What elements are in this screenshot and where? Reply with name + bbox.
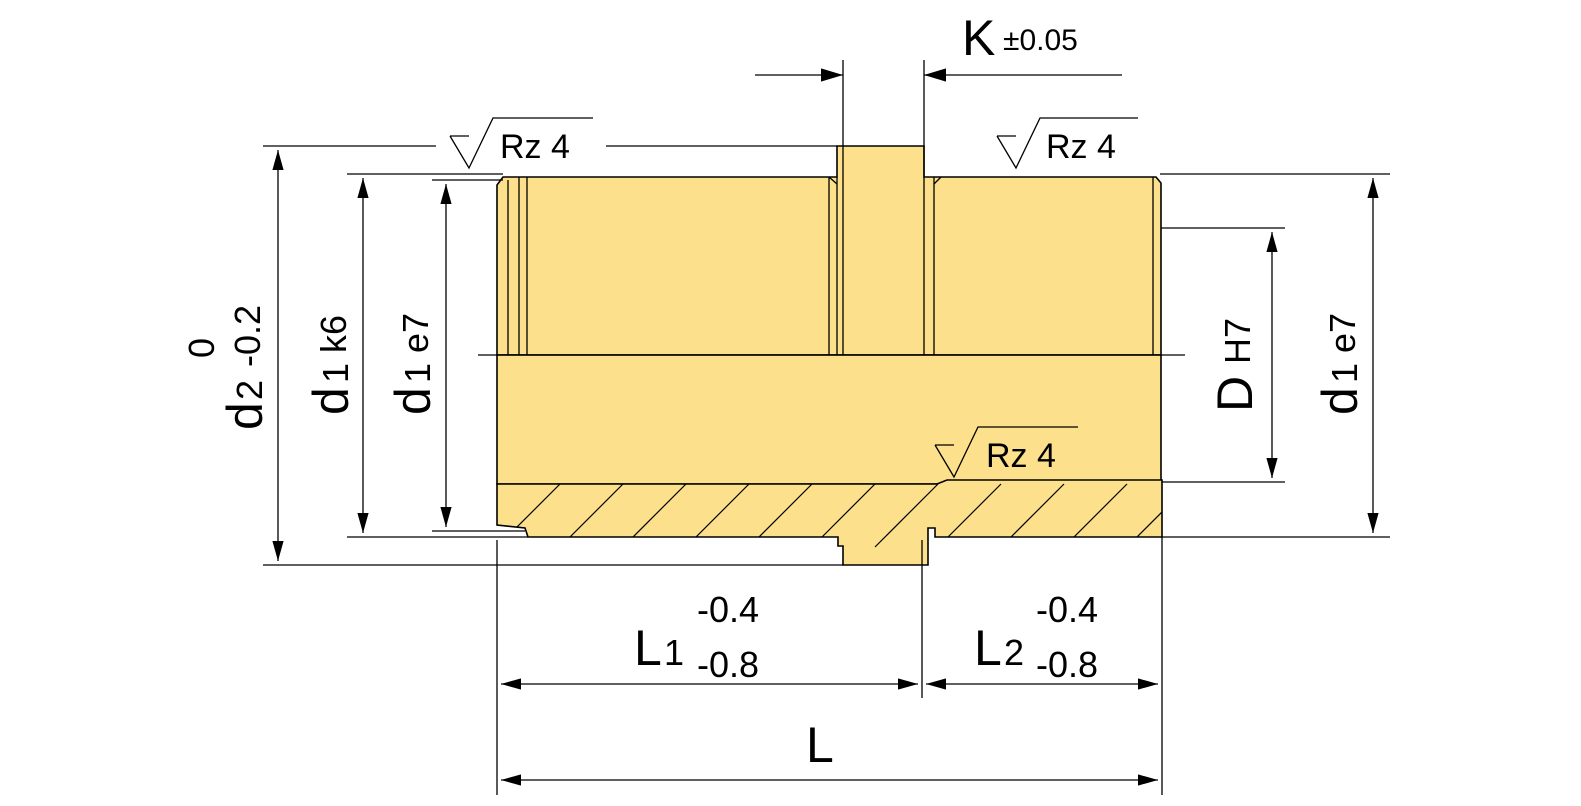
d2-tolerance-lower: -0.2 <box>227 305 268 367</box>
d1-k6-label-group: d 1 k6 <box>303 315 359 415</box>
l2-label: L <box>974 620 1002 676</box>
d-h7-label-group: D H7 <box>1207 318 1263 412</box>
bore-band <box>496 354 1162 485</box>
d1-e7-left-label-group: d 1 e7 <box>385 313 441 415</box>
d1-k6-subscript: 1 <box>315 363 356 383</box>
body-detail-lines <box>507 146 1154 355</box>
d1-k6-fit: k6 <box>313 315 354 353</box>
wall-section <box>496 479 1163 566</box>
l2-tolerance-upper: -0.4 <box>1036 589 1098 630</box>
k-label: K <box>962 10 995 66</box>
l2-label-group: L 2 -0.4 -0.8 <box>974 589 1098 685</box>
k-tolerance: ±0.05 <box>1003 24 1078 57</box>
d-h7-fit: H7 <box>1217 318 1258 364</box>
surface-finish-right: Rz 4 <box>996 117 1138 170</box>
rz-bore-label: Rz 4 <box>986 437 1056 475</box>
d1-k6-label: d <box>303 387 359 415</box>
d1-e7-left-fit: e7 <box>395 313 436 353</box>
rz-right-label: Rz 4 <box>1046 128 1116 166</box>
l1-tolerance-upper: -0.4 <box>697 589 759 630</box>
section-hatching <box>497 483 1162 548</box>
d2-subscript: 2 <box>229 380 270 400</box>
d1-e7-right-fit: e7 <box>1322 313 1363 353</box>
surface-finish-left: Rz 4 <box>449 117 593 170</box>
bushing-section <box>496 145 1163 566</box>
l2-tolerance-lower: -0.8 <box>1036 644 1098 685</box>
d1-e7-right-label-group: d 1 e7 <box>1312 313 1368 415</box>
d1-e7-left-label: d <box>385 387 441 415</box>
d2-label: d <box>217 402 273 430</box>
d1-e7-left-subscript: 1 <box>397 363 438 383</box>
d2-label-group: d 2 0 -0.2 <box>181 305 273 430</box>
dimension-lines <box>263 60 1390 795</box>
surface-finish-bore: Rz 4 <box>934 426 1078 479</box>
d1-e7-right-subscript: 1 <box>1324 363 1365 383</box>
d2-tolerance-upper: 0 <box>181 338 222 358</box>
l1-label-group: L 1 -0.4 -0.8 <box>634 589 759 685</box>
k-dimension-label: K ±0.05 <box>962 10 1078 66</box>
d-h7-label: D <box>1207 376 1263 412</box>
l1-label: L <box>634 620 662 676</box>
l-label: L <box>806 717 834 773</box>
l1-tolerance-lower: -0.8 <box>697 644 759 685</box>
l1-subscript: 1 <box>664 632 684 673</box>
d1-e7-right-label: d <box>1312 387 1368 415</box>
l2-subscript: 2 <box>1004 632 1024 673</box>
rz-left-label: Rz 4 <box>500 128 570 166</box>
